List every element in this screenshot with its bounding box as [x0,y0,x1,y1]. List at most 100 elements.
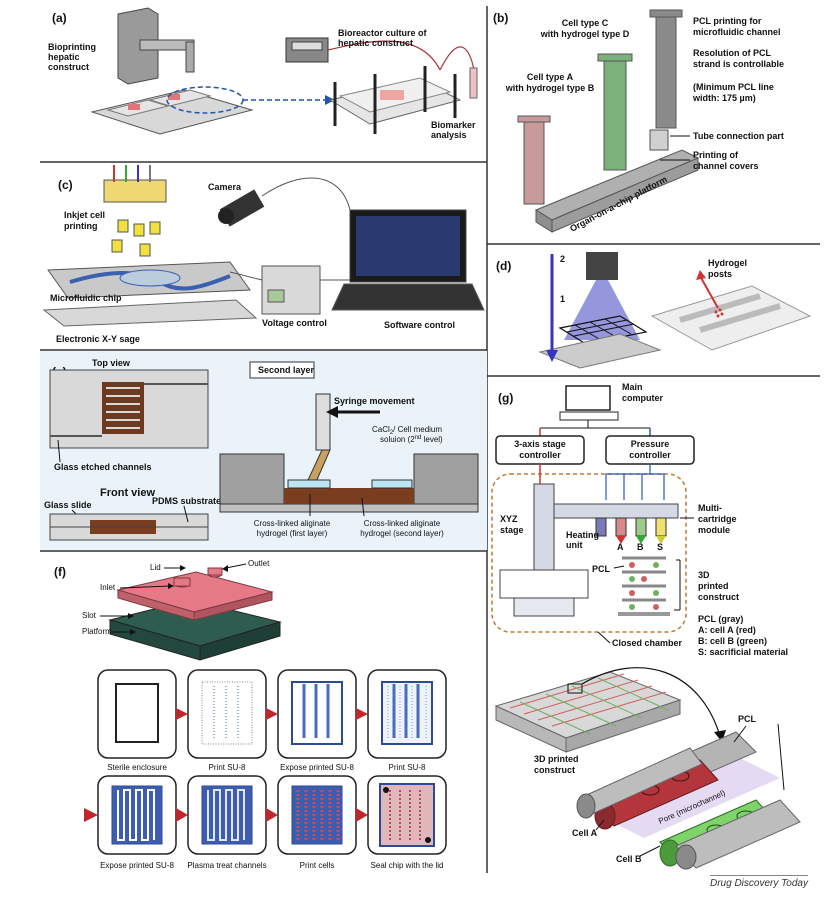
step-label-4: Print SU-8 [389,763,426,772]
closed-chamber [491,473,687,633]
second-layer-label: Second layer [258,365,315,375]
cartridge-b-label: B [637,542,644,552]
closed-chamber-label: Closed chamber [612,638,683,648]
computer-monitor [565,385,611,411]
syringe-cell-c [603,59,627,171]
cartridge-b [635,517,647,537]
tube-connection [649,129,669,151]
step-label-1: Sterile enclosure [107,763,167,772]
cartridge-s-label: S [657,542,663,552]
step-print-su8-1 [187,669,267,759]
cell-a-strand-label: Cell A [572,828,598,838]
cartridge-s [655,517,667,537]
tube-connection-label: Tube connection part [693,131,784,141]
step-label-8: Seal chip with the lid [371,861,444,870]
step-seal-chip [367,775,447,855]
second-layer-box [249,361,315,379]
pdms-right-wall [413,453,479,505]
pdms-label: PDMS substrate [152,496,221,506]
chip-label: Microfluidic chip [50,293,122,303]
panel-c-label: (c) [58,178,73,192]
syringe-cell-a [523,119,545,205]
lattice-construct [494,671,682,753]
chip-substrate [538,333,662,369]
cartridge-heating [595,517,607,537]
pcl-label: PCL [592,564,611,574]
journal-footer: Drug Discovery Today [709,875,808,889]
strand-close-up [576,731,801,870]
panel-d-label: (d) [496,259,511,273]
step-label-7: Print cells [300,861,335,870]
pdms-left-wall [219,453,285,505]
syringe-movement-label: Syringe movement [334,396,415,406]
bioprinter-body [117,7,159,85]
sample-tube [469,67,478,99]
panel-f: (f) Lid Outlet Inlet Slot Platform [54,559,447,870]
step-label-2: Print SU-8 [209,763,246,772]
step-arrows-row1 [176,708,368,720]
cartridge-a-label: A [617,542,624,552]
platform-label: Platform [82,627,112,636]
panel-b-label: (b) [493,11,508,25]
xyz-stage-column [533,483,555,571]
front-view-label: Front view [100,487,155,499]
hydrogel-layer [284,488,414,504]
step-label-5: Expose printed SU-8 [100,861,174,870]
step-1-label: 1 [560,294,565,304]
step-sterile-enclosure [97,669,177,759]
material-legend: PCL (gray)A: cell A (red)B: cell B (gree… [698,614,788,657]
syringe-pcl [655,15,677,129]
panel-e: (e) Top view Glass etched channels Front… [40,351,487,550]
syringe [315,393,331,451]
outlet-label: Outlet [248,559,270,568]
step-expose-su8-1 [277,669,357,759]
print-platform [90,89,254,135]
pcl-strand-front [576,747,801,870]
printed-construct-stack [618,556,670,616]
step-print-cells [277,775,357,855]
inlet-label: Inlet [100,583,116,592]
step-arrows-row2 [84,808,368,822]
step-expose-su8-2 [97,775,177,855]
panel-f-label: (f) [54,565,66,579]
mask-grid [558,315,648,345]
inkjet-head [103,179,167,203]
laptop-base [331,283,485,311]
glass-slide-label: Glass slide [44,500,92,510]
step-plasma-treat [187,775,267,855]
lid-label: Lid [150,563,161,572]
serpentine-channel [102,382,144,434]
cartridge-rail [553,503,679,519]
top-view-label: Top view [92,358,131,368]
step-print-su8-2 [367,669,447,759]
cartridge-a [615,517,627,537]
software-label: Software control [384,320,455,330]
xy-stage [42,299,258,327]
step-label-3: Expose printed SU-8 [280,763,354,772]
xy-stage-label: Electronic X-Y sage [56,334,140,344]
